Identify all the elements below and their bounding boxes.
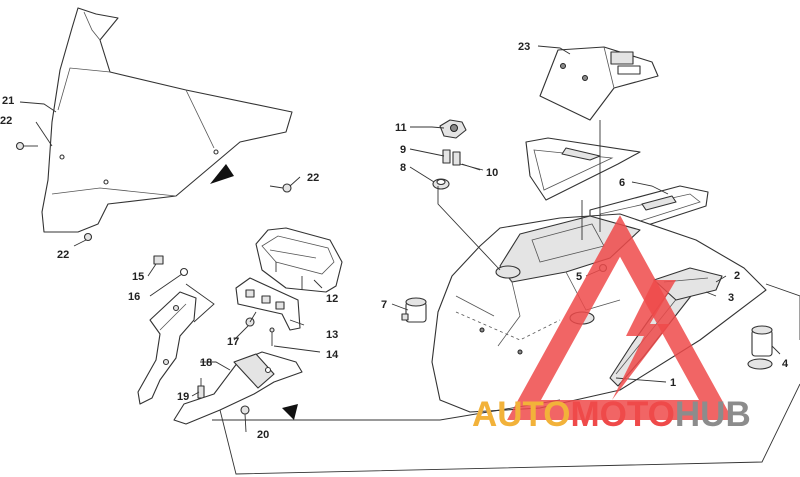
watermark-bolt bbox=[612, 280, 676, 400]
screw-22-bottom bbox=[83, 232, 93, 242]
callout-11: 11 bbox=[395, 122, 407, 134]
callout-2: 2 bbox=[734, 270, 740, 282]
connector-7 bbox=[401, 297, 427, 323]
bracket-arrow bbox=[282, 404, 298, 420]
cluster-bracket-13 bbox=[235, 277, 301, 331]
callout-22-right: 22 bbox=[307, 172, 319, 184]
callout-20: 20 bbox=[257, 429, 269, 441]
bolt-19 bbox=[197, 378, 205, 399]
ignition-keys-9-10 bbox=[442, 149, 481, 171]
instrument-cluster-12 bbox=[255, 227, 343, 293]
callout-21: 21 bbox=[2, 95, 14, 107]
side-plug-4 bbox=[747, 325, 773, 370]
callout-13: 13 bbox=[326, 329, 338, 341]
callout-4: 4 bbox=[782, 358, 789, 370]
automotohub-watermark: AUTOMOTOHUB bbox=[472, 215, 751, 434]
windshield-part bbox=[41, 7, 293, 233]
callout-8: 8 bbox=[400, 162, 406, 174]
callout-22-left: 22 bbox=[0, 115, 12, 127]
watermark-hub: HUB bbox=[675, 395, 751, 434]
callout-19: 19 bbox=[177, 391, 189, 403]
callout-18: 18 bbox=[200, 357, 212, 369]
windshield-arrow bbox=[210, 164, 234, 184]
front-fairing-part bbox=[431, 213, 767, 413]
hardware-15-16 bbox=[153, 255, 189, 277]
callout-10: 10 bbox=[486, 167, 498, 179]
callout-15: 15 bbox=[132, 271, 144, 283]
stud-14 bbox=[269, 327, 275, 346]
callout-3: 3 bbox=[728, 292, 734, 304]
watermark-moto: MOTO bbox=[571, 395, 675, 434]
mount-bracket-18 bbox=[137, 291, 303, 425]
leader-lines bbox=[19, 45, 781, 433]
callout-23: 23 bbox=[518, 41, 530, 53]
watermark-auto: AUTO bbox=[472, 395, 571, 434]
callout-17: 17 bbox=[227, 336, 239, 348]
watermark-text: AUTOMOTOHUB bbox=[472, 395, 751, 434]
callout-labels: 1 2 3 4 5 6 7 8 9 10 11 12 13 14 15 16 1… bbox=[0, 41, 789, 441]
callout-5: 5 bbox=[576, 271, 582, 283]
callout-1: 1 bbox=[670, 377, 676, 389]
ignition-nut-8 bbox=[432, 178, 450, 190]
watermark-triangle bbox=[507, 215, 733, 420]
callout-9: 9 bbox=[400, 144, 406, 156]
side-intake-part bbox=[653, 267, 723, 301]
callout-6: 6 bbox=[619, 177, 625, 189]
callout-16: 16 bbox=[128, 291, 140, 303]
screw-22-right bbox=[269, 183, 292, 193]
callout-22-bottom: 22 bbox=[57, 249, 69, 261]
nut-20 bbox=[240, 405, 250, 415]
bolt-17 bbox=[245, 311, 257, 327]
callout-14: 14 bbox=[326, 349, 339, 361]
callout-7: 7 bbox=[381, 299, 387, 311]
rear-cover-part bbox=[539, 46, 659, 121]
callout-12: 12 bbox=[326, 293, 338, 305]
ignition-lock-11 bbox=[439, 119, 467, 139]
screw-22-left bbox=[15, 141, 38, 151]
